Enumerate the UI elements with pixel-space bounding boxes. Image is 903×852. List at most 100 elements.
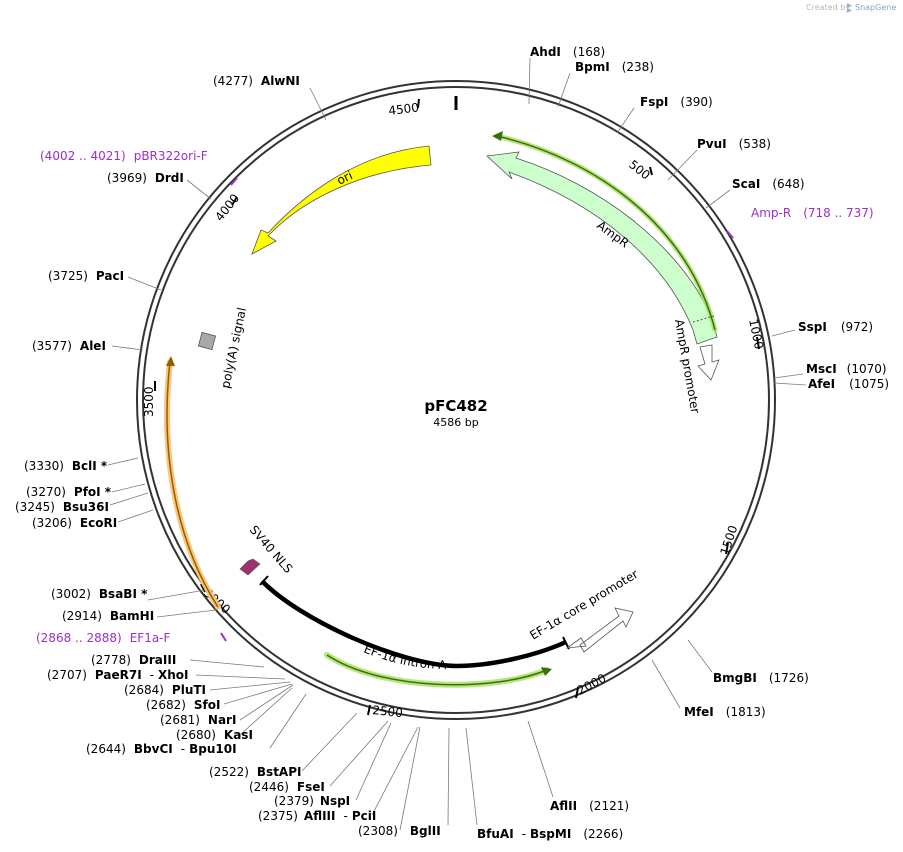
tick-label-4500: 4500 [388,100,420,118]
svg-text:FspI(390): FspI(390) [640,95,713,109]
site-name: AhdI [530,45,561,59]
snapgene-logo-icon [847,3,852,13]
svg-text:(3245)Bsu36I: (3245)Bsu36I [15,500,109,514]
tick-1000 [756,336,760,350]
site-pluTI[interactable]: (2684)PluTI [124,683,206,697]
site-aflII[interactable]: AflII(2121) [550,799,629,813]
svg-text:MfeI(1813): MfeI(1813) [684,705,766,719]
site-bsu36I[interactable]: (3245)Bsu36I [15,500,109,514]
primer-ef1a-tick [220,632,227,642]
feature-ori[interactable]: ori [251,145,432,255]
svg-text:(2684)PluTI: (2684)PluTI [124,683,206,697]
svg-text:(2379)NspI: (2379)NspI [274,794,350,808]
site-draIII[interactable]: (2778)DraIII [91,653,176,667]
svg-text:(4002 .. 4021)pBR322ori-F: (4002 .. 4021)pBR322ori-F [40,149,208,163]
tick-1500 [725,542,729,555]
site-bsaBI[interactable]: (3002)BsaBI * [51,587,148,601]
tick-label-1000: 1000 [746,318,766,351]
site-pfoI[interactable]: (3270)PfoI * [26,485,112,499]
svg-text:BfuAI-BspMI(2266): BfuAI-BspMI(2266) [477,827,623,841]
site-aflIII[interactable]: (2375)AflIII-PciI [258,809,376,823]
site-pos: (168) [573,45,605,59]
ampR-line-track [496,135,716,331]
tick-2000 [575,687,579,699]
svg-text:(2522)BstAPI: (2522)BstAPI [209,765,301,779]
site-nspI[interactable]: (2379)NspI [274,794,350,808]
ampR-promoter-arrow[interactable] [697,344,720,381]
ef1a-core-promoter-arrow[interactable] [565,607,634,653]
site-paeR7I[interactable]: (2707)PaeR7I-XhoI [47,668,189,682]
sv40-nls-marker[interactable] [239,558,261,576]
svg-text:(3969)DrdI: (3969)DrdI [107,171,184,185]
primer-ampr[interactable]: Amp-R(718 .. 737) [751,206,874,220]
site-fspI[interactable]: FspI(390) [640,95,713,109]
site-bclI[interactable]: (3330)BclI * [24,459,108,473]
polyA-marker[interactable] [197,331,217,351]
site-alwNI[interactable]: (4277)AlwNI [213,74,300,88]
site-sfoI[interactable]: (2682)SfoI [146,698,220,712]
svg-text:(2308)BglII: (2308)BglII [358,824,441,838]
feature-ampR[interactable]: AmpR [486,131,718,345]
svg-text:(2375)AflIII-PciI: (2375)AflIII-PciI [258,809,376,823]
svg-text:(2644)BbvCI-Bpu10I: (2644)BbvCI-Bpu10I [86,742,237,756]
primer-pbr322-tick [230,177,238,186]
feature-orange-arc[interactable] [164,356,221,610]
site-bbvCI[interactable]: (2644)BbvCI-Bpu10I [86,742,237,756]
tick-label-4000: 4000 [212,191,242,224]
site-bstAPI[interactable]: (2522)BstAPI [209,765,301,779]
credit-prefix: Created by [806,3,850,12]
ef1a-core-promoter-label: EF-1α core promoter [527,567,640,643]
svg-text:MscI(1070): MscI(1070) [806,362,887,376]
site-bamHI[interactable]: (2914)BamHI [62,609,154,623]
site-narI[interactable]: (2681)NarI [160,713,236,727]
site-pvuI[interactable]: PvuI(538) [697,137,771,151]
site-bfuAI[interactable]: BfuAI-BspMI(2266) [477,827,623,841]
site-mscI[interactable]: MscI(1070) [806,362,887,376]
tick-label-2500: 2500 [372,703,404,720]
feature-sv40-nls[interactable]: SV40 NLS [239,523,295,576]
site-scaI[interactable]: ScaI(648) [732,177,805,191]
primer-ef1a[interactable]: (2868 .. 2888)EF1a-F [36,631,171,645]
site-ahdI[interactable]: AhdI (168) [530,45,605,59]
feature-ef1a-core-promoter[interactable]: EF-1α core promoter [527,567,641,653]
green-line-track [326,654,548,686]
tick-4000 [231,196,238,206]
site-bglII[interactable]: (2308)BglII [358,824,441,838]
site-afeI[interactable]: AfeI(1075) [808,377,889,391]
tick-label-2000: 2000 [575,671,609,698]
site-bpmI[interactable]: BpmI(238) [575,60,654,74]
site-sspI[interactable]: SspI(972) [798,320,873,334]
svg-text:(2681)NarI: (2681)NarI [160,713,236,727]
svg-text:(3270)PfoI *: (3270)PfoI * [26,485,112,499]
ori-label: ori [335,168,355,188]
tick-4500 [417,98,420,109]
site-fseI[interactable]: (2446)FseI [249,780,325,794]
feature-ef1a-intron[interactable]: EF-1α intron A [259,575,570,672]
svg-text:(3330)BclI *: (3330)BclI * [24,459,108,473]
site-pacI[interactable]: (3725)PacI [48,269,124,283]
svg-text:(2682)SfoI: (2682)SfoI [146,698,220,712]
svg-text:PvuI(538): PvuI(538) [697,137,771,151]
site-aleI[interactable]: (3577)AleI [32,339,106,353]
svg-text:BmgBI(1726): BmgBI(1726) [713,671,809,685]
feature-green-arc[interactable] [324,652,552,688]
svg-text:BpmI(238): BpmI(238) [575,60,654,74]
site-ecoRI[interactable]: (3206)EcoRI [32,516,117,530]
green-arrowhead [541,667,552,676]
site-kasI[interactable]: (2680)KasI [176,728,253,742]
site-drdI[interactable]: (3969)DrdI [107,171,184,185]
site-mfeI[interactable]: MfeI(1813) [684,705,766,719]
plasmid-name: pFC482 [424,397,487,415]
svg-text:(4277)AlwNI: (4277)AlwNI [213,74,300,88]
ef1a-intron-label: EF-1α intron A [362,642,448,672]
polyA-label: poly(A) signal [218,306,249,389]
primer-pbr322[interactable]: (4002 .. 4021)pBR322ori-F [40,149,208,163]
feature-polyA[interactable]: poly(A) signal [197,306,249,390]
svg-text:AfeI(1075): AfeI(1075) [808,377,889,391]
tick-2500 [367,704,371,716]
tick-500 [649,166,653,176]
site-bmgBI[interactable]: BmgBI(1726) [713,671,809,685]
ampR-arrow[interactable] [486,151,718,345]
ef1a-intron-track[interactable] [260,579,567,669]
ori-arrow[interactable] [251,145,432,255]
